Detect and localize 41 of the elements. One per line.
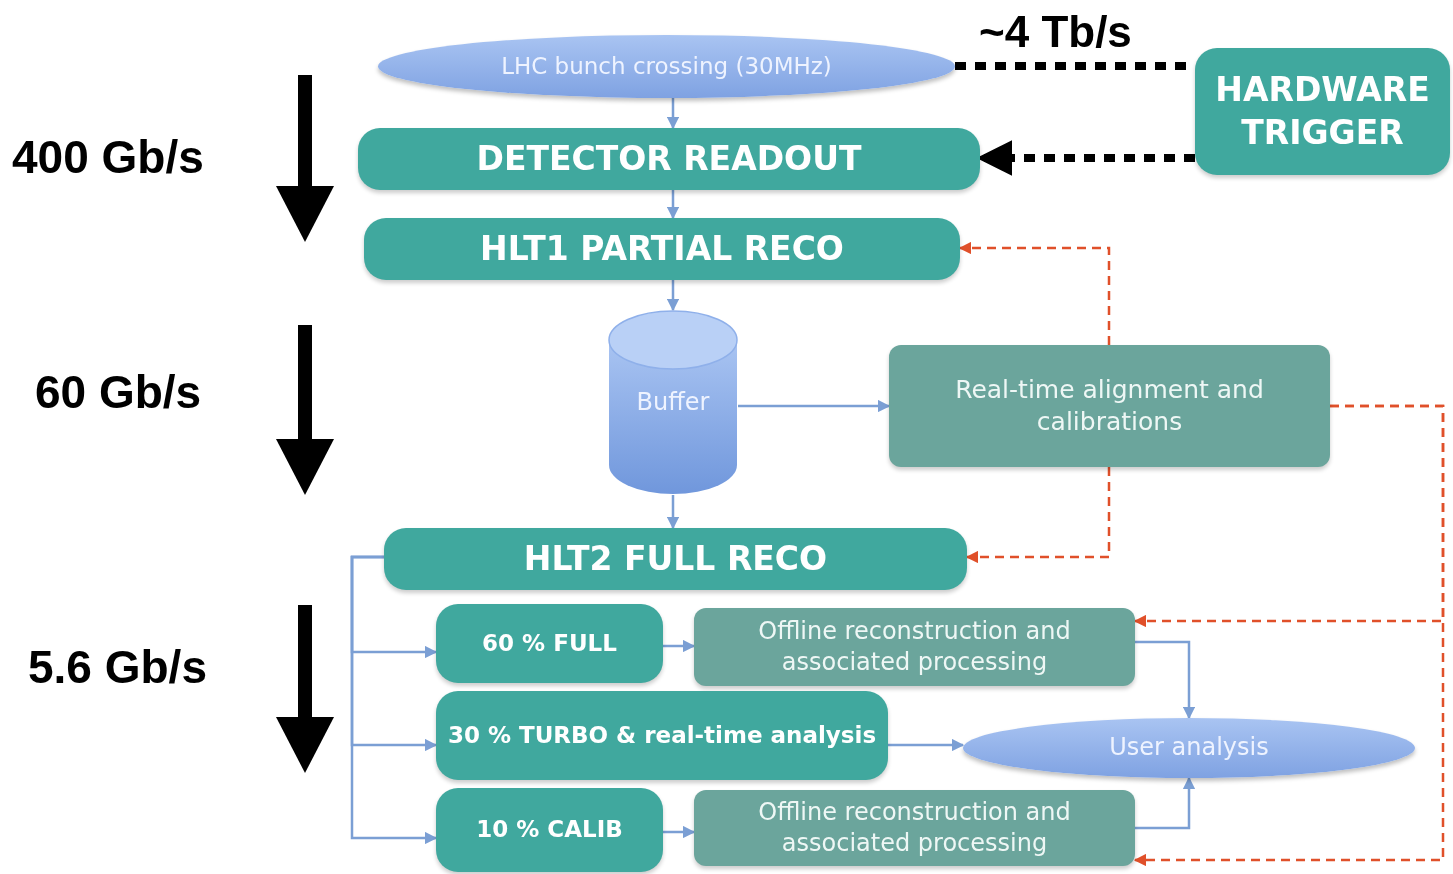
arrow	[350, 555, 438, 845]
arrow	[1133, 404, 1445, 867]
arrow	[663, 639, 696, 653]
node-label: DETECTOR READOUT	[476, 137, 862, 180]
arrow	[663, 825, 696, 839]
arrow	[888, 738, 965, 752]
process-box	[436, 691, 888, 780]
arrow	[666, 495, 680, 530]
rate-label: 60 Gb/s	[35, 365, 202, 419]
node-label: HLT2 FULL RECO	[523, 537, 828, 580]
process-box	[436, 604, 663, 683]
arrow	[666, 280, 680, 312]
process-box	[436, 788, 663, 872]
process-box	[694, 608, 1135, 686]
process-box	[889, 345, 1330, 467]
process-box	[364, 218, 960, 280]
rate-label: 5.6 Gb/s	[28, 640, 207, 694]
process-box	[358, 128, 980, 190]
arrow	[738, 399, 891, 413]
arrow	[1135, 640, 1196, 720]
node-label: 10 % CALIB	[476, 815, 623, 845]
process-box	[384, 528, 967, 590]
node-label: User analysis	[1109, 732, 1269, 764]
node-label: 60 % FULL	[482, 628, 617, 658]
node-label: HLT1 PARTIAL RECO	[480, 227, 844, 270]
node-label: 30 % TURBO & real-time analysis	[447, 720, 877, 750]
process-box	[1195, 48, 1450, 175]
arrow	[666, 190, 680, 220]
node-label: HARDWARE TRIGGER	[1214, 68, 1431, 154]
node-label: Offline reconstruction and associated processing	[757, 796, 1072, 859]
arrow	[1135, 776, 1196, 830]
arrow	[666, 98, 680, 130]
arrow	[958, 241, 1111, 345]
process-box	[694, 790, 1135, 866]
node-label: Offline reconstruction and associated processing	[757, 615, 1072, 678]
buffer-cylinder	[608, 310, 738, 495]
node-label: LHC bunch crossing (30MHz)	[501, 51, 832, 81]
rate-label: 400 Gb/s	[12, 130, 204, 184]
arrow	[965, 467, 1111, 564]
node-label: Real-time alignment and calibrations	[954, 373, 1265, 438]
node-label: Buffer	[636, 386, 710, 418]
